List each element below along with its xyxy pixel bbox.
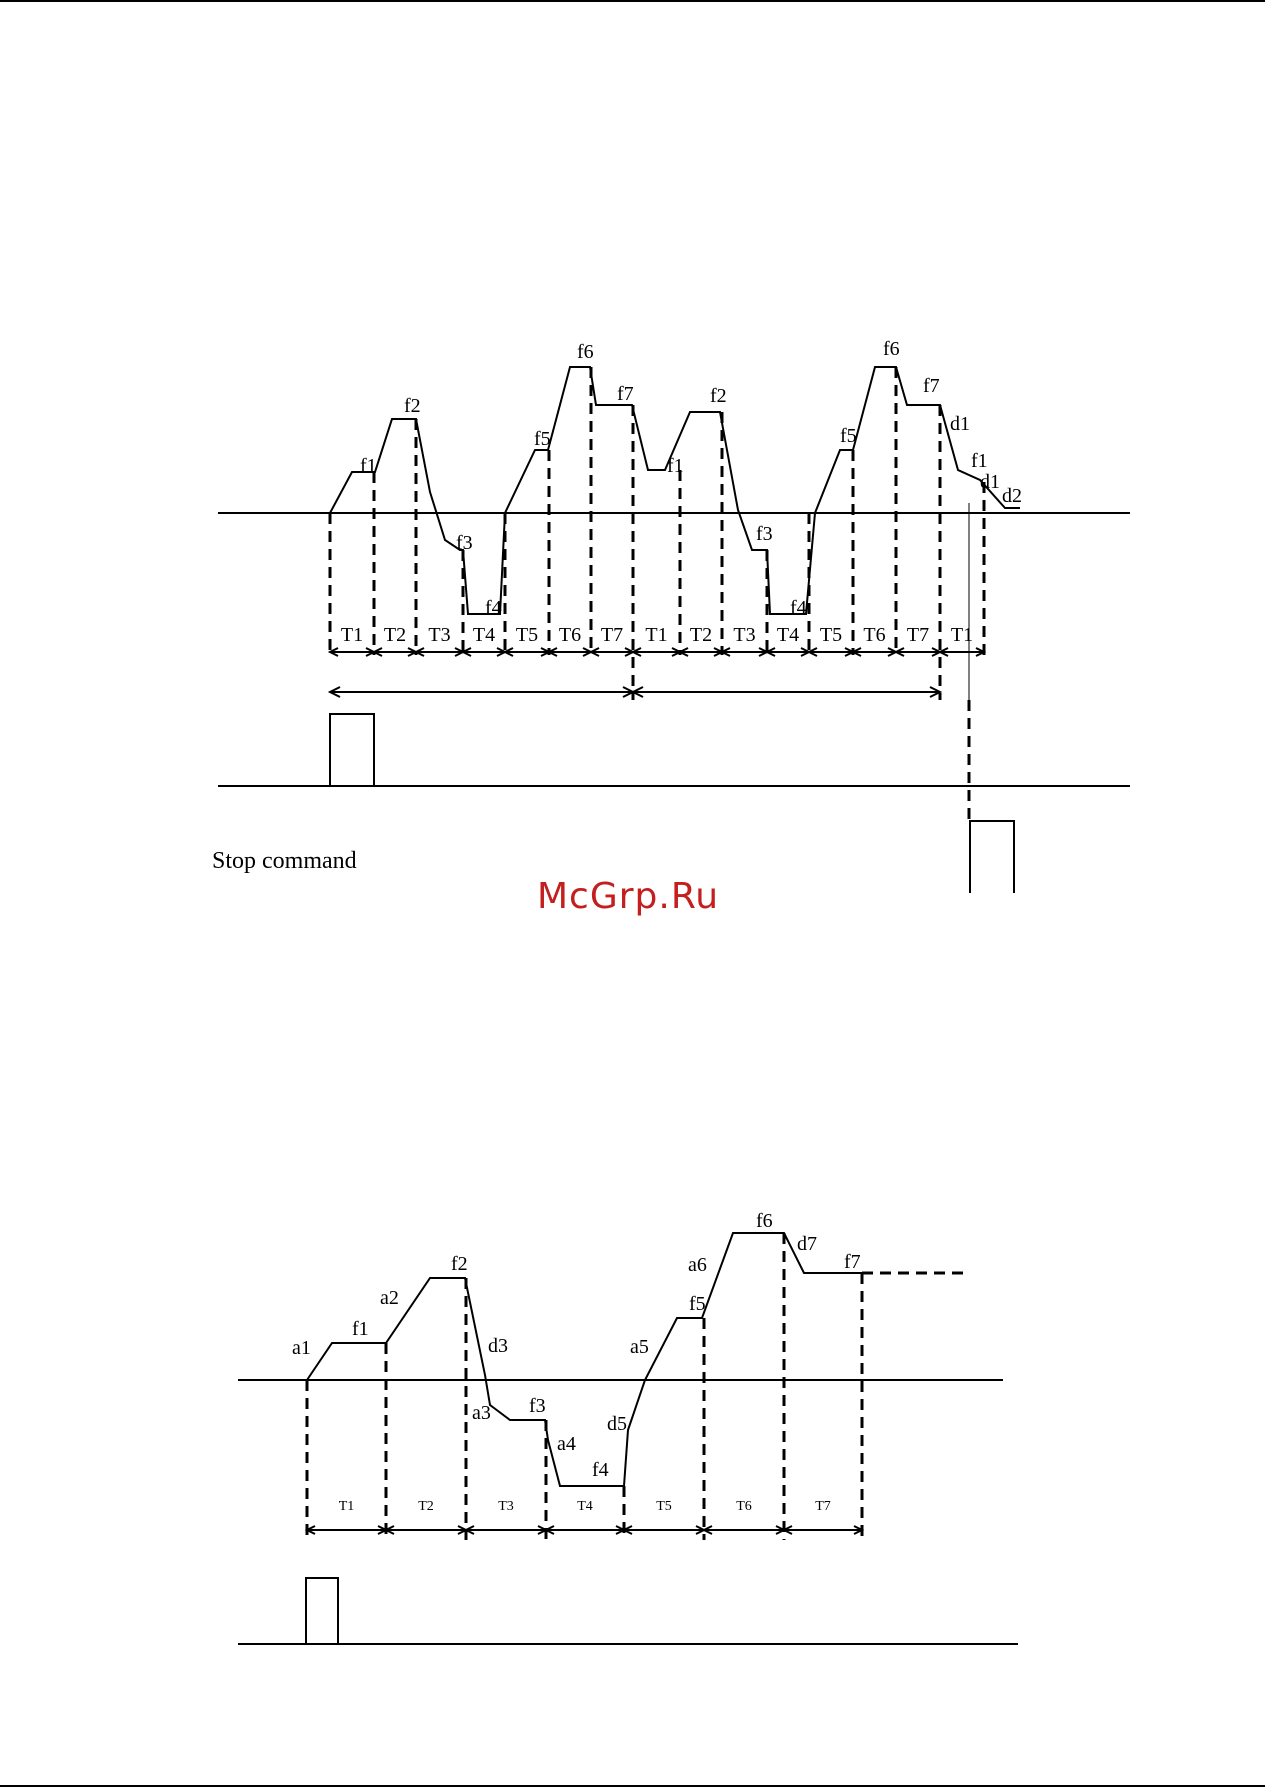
diagram-1: Stop command d1 d1 d2 f1 f2 f3 f4 f5 f6 f7 f1 f2… [212, 338, 1130, 893]
frequency-profile [330, 367, 1020, 614]
segment-label-t4: T4 [777, 624, 799, 646]
segment-label-t4: T4 [473, 624, 495, 646]
frequency-label-f3: f3 [756, 523, 773, 545]
segment-label-t1: T1 [341, 624, 363, 646]
frequency-label-f2: f2 [451, 1253, 468, 1275]
frequency-label-f5: f5 [534, 428, 551, 450]
frequency-label-f4: f4 [485, 597, 502, 619]
a5-label: a5 [630, 1336, 649, 1358]
segment-label-t5: T5 [656, 1499, 672, 1514]
frequency-label-f2: f2 [710, 385, 727, 407]
segment-label-t2: T2 [418, 1499, 434, 1514]
frequency-label-f1: f1 [971, 450, 988, 472]
frequency-label-f5: f5 [840, 425, 857, 447]
frequency-label-f4: f4 [592, 1459, 609, 1481]
segment-label-t1: T1 [951, 624, 973, 646]
a3-label: a3 [472, 1402, 491, 1424]
watermark-text: McGrp.Ru [537, 876, 719, 917]
d7-label: d7 [797, 1233, 817, 1255]
segment-label-t3: T3 [498, 1499, 514, 1514]
segment-label-t5: T5 [820, 624, 842, 646]
frequency-label-f6: f6 [883, 338, 900, 360]
d5-label: d5 [607, 1413, 627, 1435]
segment-label-t2: T2 [384, 624, 406, 646]
a2-label: a2 [380, 1287, 399, 1309]
frequency-label-f7: f7 [844, 1251, 861, 1273]
run-command-pulse [330, 714, 374, 786]
a6-label: a6 [688, 1254, 707, 1276]
segment-label-t4: T4 [577, 1499, 593, 1514]
frequency-profile [307, 1233, 862, 1486]
segment-labels: T1 T2 T3 T4 T5 T6 T7 T1 T2 T3 T4 T5 T6 T7 T1 [341, 624, 973, 646]
segment-label-t5: T5 [516, 624, 538, 646]
time-markers [307, 1233, 862, 1540]
frequency-label-f7: f7 [617, 383, 634, 405]
frequency-label-f3: f3 [456, 532, 473, 554]
frequency-label-f5: f5 [689, 1293, 706, 1315]
frequency-label-f4: f4 [790, 597, 807, 619]
segment-label-t7: T7 [815, 1499, 831, 1514]
frequency-label-f1: f1 [352, 1318, 369, 1340]
segment-label-t6: T6 [559, 624, 581, 646]
segment-label-t1: T1 [645, 624, 667, 646]
stop-command-pulse [970, 821, 1014, 893]
segment-label-t7: T7 [907, 624, 929, 646]
segment-label-t6: T6 [736, 1499, 752, 1514]
segment-label-t2: T2 [690, 624, 712, 646]
segment-label-t3: T3 [428, 624, 450, 646]
frequency-label-f6: f6 [577, 341, 594, 363]
cycle-arrows [330, 687, 940, 697]
d1-label: d1 [980, 471, 1000, 493]
frequency-label-f6: f6 [756, 1210, 773, 1232]
time-markers [330, 367, 984, 820]
segment-arrows [307, 1526, 862, 1534]
frequency-label-f1: f1 [667, 455, 684, 477]
frequency-labels: f1 f2 f3 f4 f5 f6 f7 f1 f2 f3 f4 f5 f6 f7 f1 [360, 338, 988, 619]
segment-labels: T1 T2 T3 T4 T5 T6 T7 [339, 1499, 831, 1514]
run-command-pulse [306, 1578, 338, 1644]
segment-label-t1: T1 [339, 1499, 355, 1514]
segment-arrows [330, 648, 984, 656]
d2-label: d2 [1002, 485, 1022, 507]
d3-label: d3 [488, 1335, 508, 1357]
segment-label-t7: T7 [601, 624, 623, 646]
a4-label: a4 [557, 1433, 576, 1455]
frequency-label-f7: f7 [923, 375, 940, 397]
frequency-label-f3: f3 [529, 1395, 546, 1417]
segment-label-t6: T6 [863, 624, 885, 646]
segment-label-t3: T3 [733, 624, 755, 646]
diagram-2: a1 a2 a3 a4 a5 a6 d3 d5 d7 f1 f2 f3 f4 f5 f6 f… [238, 1210, 1018, 1644]
frequency-label-f1: f1 [360, 455, 377, 477]
d1-label: d1 [950, 413, 970, 435]
stop-command-label: Stop command [212, 848, 357, 874]
frequency-label-f2: f2 [404, 395, 421, 417]
a1-label: a1 [292, 1337, 311, 1359]
